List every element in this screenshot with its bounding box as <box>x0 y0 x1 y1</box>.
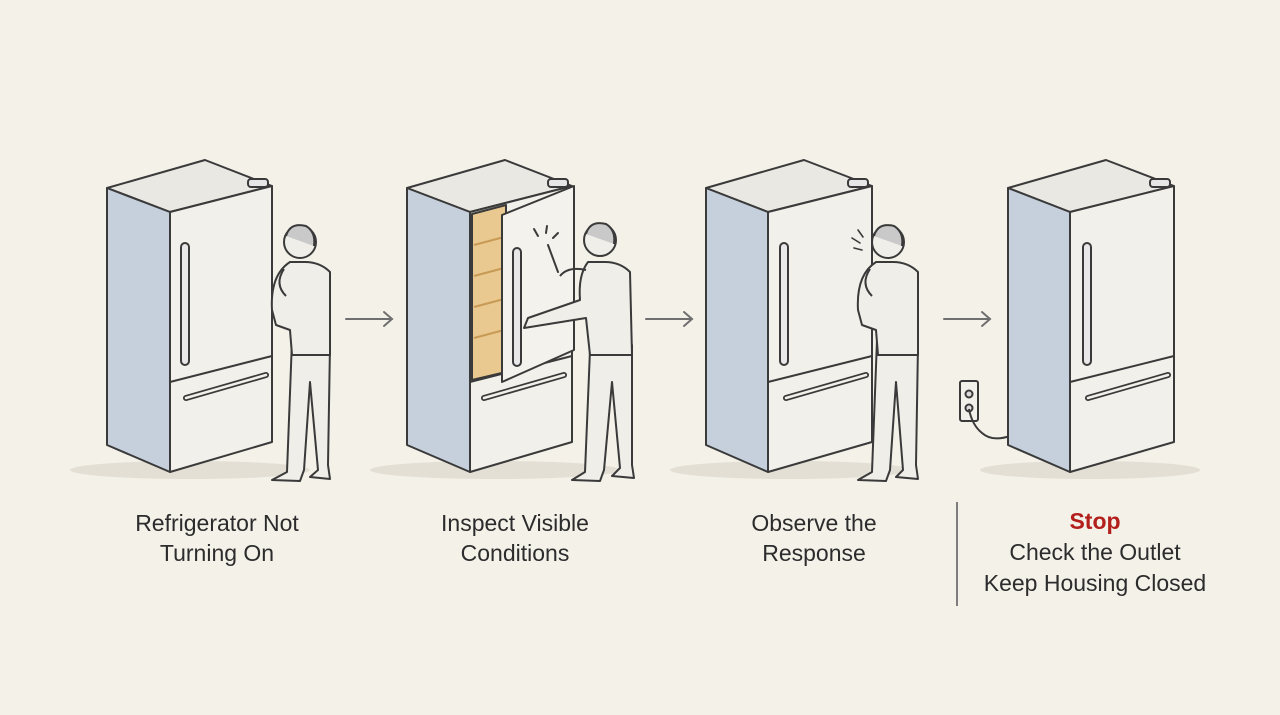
step-3-caption-line-1: Observe the <box>751 510 877 536</box>
step-4-illustration <box>959 159 1200 479</box>
open-fridge-icon <box>406 159 575 473</box>
step-3-illustration <box>670 159 919 482</box>
final-step-divider <box>956 502 958 606</box>
final-step-line-1: Check the Outlet <box>1009 539 1181 565</box>
sound-lines-icon <box>851 229 864 251</box>
step-1-caption-line-2: Turning On <box>159 540 275 566</box>
arrow-icon <box>943 311 992 327</box>
flashlight-icon <box>533 225 559 273</box>
step-3-caption: Observe the Response <box>684 508 944 568</box>
person-icon <box>523 222 635 482</box>
final-step-line-2: Keep Housing Closed <box>983 570 1207 596</box>
stop-heading: Stop <box>1069 508 1121 534</box>
fridge-icon <box>705 159 873 473</box>
person-icon <box>270 224 331 482</box>
step-2-caption: Inspect Visible Conditions <box>385 508 645 568</box>
arrow-icon <box>345 311 394 327</box>
person-icon <box>856 224 919 482</box>
fridge-icon <box>1007 159 1175 473</box>
arrow-icon <box>645 311 694 327</box>
wall-outlet-icon <box>959 380 1011 440</box>
step-2-caption-line-1: Inspect Visible <box>441 510 589 536</box>
step-2-caption-line-2: Conditions <box>460 540 570 566</box>
step-1-caption-line-1: Refrigerator Not <box>135 510 299 536</box>
fridge-icon <box>106 159 273 473</box>
step-1-illustration <box>70 159 331 482</box>
final-step-caption: Stop Check the Outlet Keep Housing Close… <box>960 506 1230 599</box>
step-1-caption: Refrigerator Not Turning On <box>87 508 347 568</box>
step-3-caption-line-2: Response <box>762 540 866 566</box>
step-2-illustration <box>370 159 635 482</box>
